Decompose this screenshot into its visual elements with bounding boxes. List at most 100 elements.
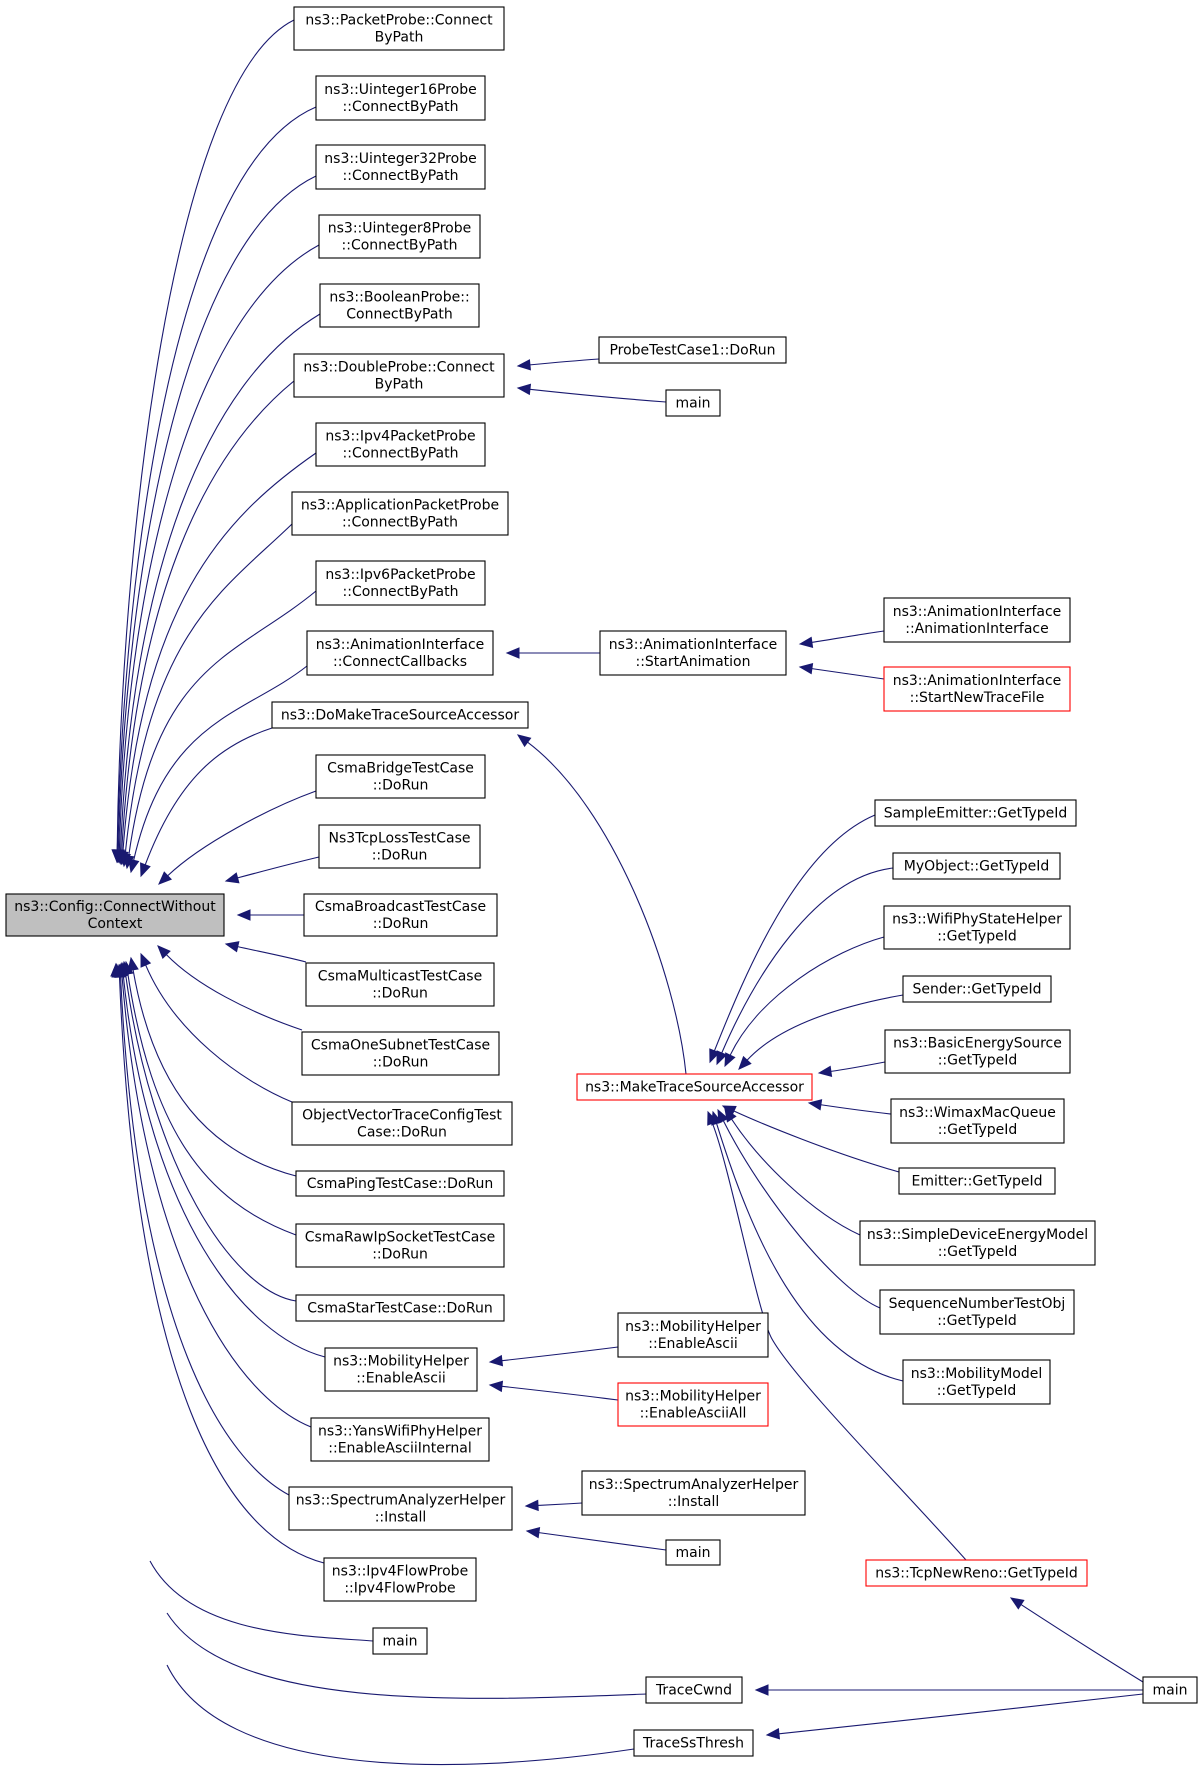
node-ns3-spectrumanalyzerhelper-install[interactable]: ns3::SpectrumAnalyzerHelper::Install — [581, 1470, 806, 1516]
edge-n37-to-n33 — [738, 994, 904, 1070]
edge-line — [713, 814, 876, 1052]
edge-n8-to-n0 — [119, 523, 293, 868]
node-label-line: ns3::MobilityHelper — [333, 1354, 469, 1370]
node-box — [318, 214, 481, 259]
node-ns3-uinteger8probe-connectbypath[interactable]: ns3::Uinteger8Probe::ConnectByPath — [318, 214, 481, 259]
node-ns3-animationinterface-startnewtracefile[interactable]: ns3::AnimationInterface::StartNewTraceFi… — [883, 666, 1071, 712]
node-tracecwnd[interactable]: TraceCwnd — [645, 1676, 743, 1704]
edge-line — [122, 974, 326, 1358]
node-csmamulticasttestcase-dorun[interactable]: CsmaMulticastTestCase::DoRun — [305, 962, 495, 1007]
node-ns3-yanswifiphyhelper-enableasciiinternal[interactable]: ns3::YansWifiPhyHelper::EnableAsciiInter… — [310, 1417, 490, 1462]
node-label-line: ns3::DoubleProbe::Connect — [303, 360, 495, 376]
node-label-line: ::ConnectCallbacks — [333, 654, 467, 670]
node-main[interactable]: main — [665, 389, 721, 417]
node-label-line: ConnectByPath — [346, 307, 453, 323]
node-ns3-doubleprobe-connectbypath[interactable]: ns3::DoubleProbe::ConnectByPath — [293, 353, 505, 398]
node-csmaonesubnettestcase-dorun[interactable]: CsmaOneSubnetTestCase::DoRun — [301, 1031, 500, 1076]
arrowhead-icon — [157, 945, 171, 959]
node-ns3-animationinterface-connectcallbacks[interactable]: ns3::AnimationInterface::ConnectCallback… — [306, 630, 494, 676]
node-ns3-maketracesourceaccessor[interactable]: ns3::MakeTraceSourceAccessor — [576, 1073, 813, 1101]
node-main[interactable]: main — [372, 1627, 428, 1655]
node-ns3-packetprobe-connectbypath[interactable]: ns3::PacketProbe::ConnectByPath — [293, 6, 505, 51]
node-box — [295, 1223, 505, 1268]
node-ns3-mobilityhelper-enableasciiall[interactable]: ns3::MobilityHelper::EnableAsciiAll — [617, 1382, 769, 1427]
edge-line — [1020, 1604, 1144, 1683]
arrowhead-icon — [488, 1354, 504, 1367]
node-ns3tcplosstestcase-dorun[interactable]: Ns3TcpLossTestCase::DoRun — [318, 824, 481, 869]
node-csmabridgetestcase-dorun[interactable]: CsmaBridgeTestCase::DoRun — [315, 754, 486, 799]
node-label-line: ::AnimationInterface — [905, 621, 1049, 637]
edge-n46-to-n21 — [488, 1380, 619, 1401]
edge-n10-to-n0 — [128, 665, 308, 874]
edge-n23-to-n0 — [114, 963, 290, 1496]
node-csmabroadcasttestcase-dorun[interactable]: CsmaBroadcastTestCase::DoRun — [303, 893, 498, 937]
node-ns3-ipv6packetprobe-connectbypath[interactable]: ns3::Ipv6PacketProbe::ConnectByPath — [315, 560, 486, 606]
node-probetestcase1-dorun[interactable]: ProbeTestCase1::DoRun — [598, 336, 787, 364]
node-ns3-wimaxmacqueue-gettypeid[interactable]: ns3::WimaxMacQueue::GetTypeId — [890, 1098, 1065, 1144]
edge-line — [830, 1061, 886, 1072]
edge-line — [167, 790, 317, 877]
node-box — [315, 560, 486, 606]
node-ns3-ipv4packetprobe-connectbypath[interactable]: ns3::Ipv4PacketProbe::ConnectByPath — [315, 422, 486, 467]
edge-line — [746, 994, 904, 1061]
edge-line — [237, 946, 307, 963]
edge-line — [729, 936, 885, 1056]
node-box — [291, 1101, 513, 1146]
node-ns3-animationinterface-animationinterface[interactable]: ns3::AnimationInterface::AnimationInterf… — [883, 597, 1071, 643]
node-ns3-ipv4flowprobe-ipv4flowprobe[interactable]: ns3::Ipv4FlowProbe::Ipv4FlowProbe — [323, 1557, 477, 1602]
edge-line — [116, 106, 317, 851]
node-ns3-domaketracesourceaccessor[interactable]: ns3::DoMakeTraceSourceAccessor — [271, 701, 529, 729]
arrowhead-icon — [158, 871, 173, 885]
arrowhead-icon — [505, 647, 520, 659]
node-sender-gettypeid[interactable]: Sender::GetTypeId — [902, 975, 1052, 1003]
node-sampleemitter-gettypeid[interactable]: SampleEmitter::GetTypeId — [874, 799, 1077, 827]
arrowhead-icon — [798, 636, 814, 649]
node-myobject-gettypeid[interactable]: MyObject::GetTypeId — [892, 852, 1061, 880]
node-ns3-mobilityhelper-enableascii[interactable]: ns3::MobilityHelper::EnableAscii — [617, 1312, 769, 1358]
node-ns3-uinteger16probe-connectbypath[interactable]: ns3::Uinteger16Probe::ConnectByPath — [315, 75, 486, 121]
node-box — [665, 1539, 721, 1566]
node-ns3-wifiphystatehelper-gettypeid[interactable]: ns3::WifiPhyStateHelper::GetTypeId — [883, 905, 1071, 950]
node-ns3-simpledeviceenergymodel-gettypeid[interactable]: ns3::SimpleDeviceEnergyModel::GetTypeId — [859, 1220, 1096, 1266]
node-box — [617, 1312, 769, 1358]
node-box — [323, 1557, 477, 1602]
node-label-line: ns3::Uinteger8Probe — [328, 221, 472, 237]
node-label-line: ::Install — [375, 1510, 427, 1526]
node-ns3-applicationpacketprobe-connectbypath[interactable]: ns3::ApplicationPacketProbe::ConnectByPa… — [291, 491, 509, 536]
edge-line — [116, 19, 295, 851]
node-sequencenumbertestobj-gettypeid[interactable]: SequenceNumberTestObj::GetTypeId — [879, 1289, 1075, 1335]
node-box — [665, 389, 721, 417]
node-ns3-tcpnewreno-gettypeid[interactable]: ns3::TcpNewReno::GetTypeId — [865, 1559, 1088, 1587]
node-csmarawipsockettestcase-dorun[interactable]: CsmaRawIpSocketTestCase::DoRun — [295, 1223, 505, 1268]
edge-line — [121, 975, 312, 1428]
edge-n49-to-n44 — [1009, 1597, 1144, 1683]
node-csmapingtestcase-dorun[interactable]: CsmaPingTestCase::DoRun — [295, 1170, 505, 1197]
node-label-line: CsmaMulticastTestCase — [318, 969, 482, 985]
node-ns3-mobilitymodel-gettypeid[interactable]: ns3::MobilityModel::GetTypeId — [902, 1359, 1051, 1405]
arrowhead-icon — [754, 1684, 769, 1696]
node-emitter-gettypeid[interactable]: Emitter::GetTypeId — [898, 1167, 1056, 1195]
node-main[interactable]: main — [1142, 1676, 1198, 1704]
edge-n12-to-n0 — [158, 790, 317, 885]
node-label-line: ::GetTypeId — [937, 1383, 1017, 1399]
node-csmastartestcase-dorun[interactable]: CsmaStarTestCase::DoRun — [295, 1294, 505, 1322]
node-box — [1142, 1676, 1198, 1704]
edge-n22-to-n0 — [116, 962, 312, 1428]
edge-n17-to-n0 — [140, 952, 293, 1103]
node-ns3-uinteger32probe-connectbypath[interactable]: ns3::Uinteger32Probe::ConnectByPath — [315, 144, 486, 190]
node-ns3-spectrumanalyzerhelper-install[interactable]: ns3::SpectrumAnalyzerHelper::Install — [288, 1486, 513, 1531]
node-label-line: ::EnableAscii — [648, 1336, 737, 1352]
node-ns3-animationinterface-startanimation[interactable]: ns3::AnimationInterface::StartAnimation — [599, 630, 787, 676]
node-ns3-booleanprobe-connectbypath[interactable]: ns3::BooleanProbe::ConnectByPath — [319, 283, 480, 328]
edge-n35-to-n33 — [716, 867, 894, 1066]
node-tracessthresh[interactable]: TraceSsThresh — [633, 1729, 754, 1757]
edge-line — [501, 1346, 619, 1362]
node-ns3-mobilityhelper-enableascii[interactable]: ns3::MobilityHelper::EnableAscii — [324, 1347, 478, 1392]
node-main[interactable]: main — [665, 1539, 721, 1566]
node-box — [576, 1073, 813, 1101]
node-label-line: MyObject::GetTypeId — [904, 859, 1050, 875]
node-ns3-basicenergysource-gettypeid[interactable]: ns3::BasicEnergySource::GetTypeId — [884, 1029, 1071, 1074]
node-label-line: ns3::MobilityModel — [911, 1366, 1043, 1382]
